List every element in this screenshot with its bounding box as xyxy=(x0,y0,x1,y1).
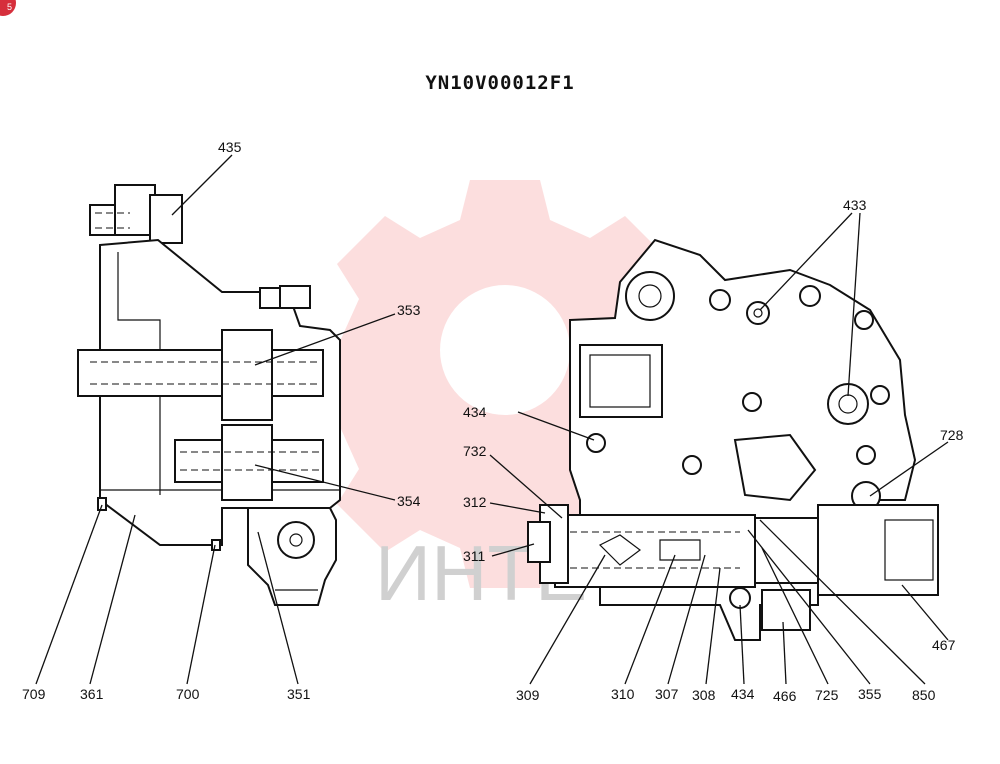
callout-434-lower: 434 xyxy=(731,686,755,702)
callout-728: 728 xyxy=(940,427,964,443)
callout-725: 725 xyxy=(815,687,839,703)
right-callouts: 433 434 732 312 311 728 467 309 310 307 … xyxy=(463,197,964,704)
callout-307: 307 xyxy=(655,686,679,702)
callout-353: 353 xyxy=(397,302,421,318)
callout-732: 732 xyxy=(463,443,487,459)
callout-311: 311 xyxy=(463,548,486,564)
callout-435: 435 xyxy=(218,139,242,155)
callout-355: 355 xyxy=(858,686,882,702)
right-leader-lines xyxy=(489,212,949,685)
left-side-view xyxy=(77,184,341,606)
callout-700: 700 xyxy=(176,686,200,702)
left-leader-lines xyxy=(35,154,396,685)
callout-310: 310 xyxy=(611,686,635,702)
right-front-view xyxy=(527,238,939,641)
callout-312: 312 xyxy=(463,494,487,510)
callout-309: 309 xyxy=(516,687,540,703)
left-callouts: 435 353 354 709 361 700 351 xyxy=(22,139,421,702)
callout-361: 361 xyxy=(80,686,104,702)
callout-351: 351 xyxy=(287,686,311,702)
callout-354: 354 xyxy=(397,493,421,509)
callout-308: 308 xyxy=(692,687,716,703)
callout-467: 467 xyxy=(932,637,956,653)
callout-466: 466 xyxy=(773,688,797,704)
corner-badge: 5 xyxy=(0,0,16,16)
callout-709: 709 xyxy=(22,686,46,702)
callout-434-upper: 434 xyxy=(463,404,487,420)
drawing-title: YN10V00012F1 xyxy=(425,72,575,94)
callout-433: 433 xyxy=(843,197,867,213)
callout-850: 850 xyxy=(912,687,936,703)
